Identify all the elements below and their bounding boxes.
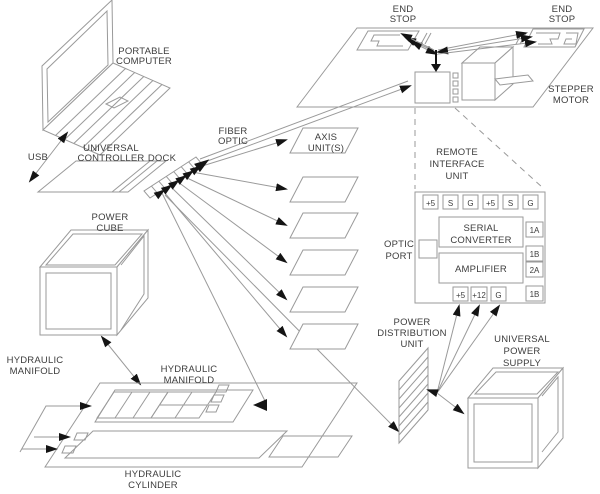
svg-text:COMPUTER: COMPUTER <box>116 56 172 67</box>
dock-label: DOCK <box>148 153 177 164</box>
labels: PORTABLE COMPUTER USB UNIVERSAL CONTROLL… <box>7 4 594 491</box>
power-junction-lines <box>426 304 501 415</box>
svg-text:MANIFOLD: MANIFOLD <box>164 375 215 386</box>
portable-computer-label: PORTABLE <box>118 46 169 57</box>
universal-controller-label: UNIVERSAL <box>83 143 139 154</box>
end-stop-left-label: END <box>393 4 414 15</box>
svg-text:UNIT(S): UNIT(S) <box>308 143 344 154</box>
hydraulic-cylinder-label: HYDRAULIC <box>125 469 182 480</box>
end-stop-left <box>356 30 432 51</box>
hydraulic-cylinder <box>61 430 353 459</box>
svg-text:PORT: PORT <box>385 251 412 262</box>
svg-text:+5: +5 <box>486 199 496 208</box>
optic-port-label: OPTIC <box>384 239 414 250</box>
hydraulic-manifold <box>94 384 254 423</box>
hydraulic-hoses <box>19 402 92 453</box>
svg-text:POWER: POWER <box>504 346 541 357</box>
power-distribution-unit-label: POWER <box>394 317 431 328</box>
axis-units-label: AXIS <box>315 132 337 143</box>
usb-link <box>28 131 69 183</box>
svg-text:1B: 1B <box>530 290 540 299</box>
axis-unit-2 <box>289 176 359 203</box>
amplifier-box <box>438 252 524 284</box>
svg-text:INTERFACE: INTERFACE <box>429 159 484 170</box>
svg-text:MOTOR: MOTOR <box>553 95 589 106</box>
universal-controller <box>36 160 168 193</box>
svg-text:UNIT: UNIT <box>446 171 469 182</box>
portable-computer <box>41 0 171 156</box>
svg-text:S: S <box>508 199 513 208</box>
carriage <box>414 71 459 104</box>
power-cube <box>38 228 150 337</box>
svg-text:2A: 2A <box>530 266 540 275</box>
svg-text:STOP: STOP <box>549 14 576 25</box>
optic-port-box <box>418 239 438 259</box>
fiber-optic-lines <box>160 80 412 433</box>
svg-text:STOP: STOP <box>390 14 417 25</box>
svg-text:S: S <box>448 199 453 208</box>
axis-unit-1 <box>289 127 359 154</box>
svg-text:G: G <box>495 291 501 300</box>
remote-interface-unit-label: REMOTE <box>436 147 478 158</box>
hydraulic-manifold-left-label: HYDRAULIC <box>7 355 64 366</box>
remote-interface-unit <box>414 191 546 304</box>
explode-line-right <box>454 107 544 189</box>
svg-text:CUBE: CUBE <box>96 223 123 234</box>
svg-text:G: G <box>467 199 473 208</box>
axis-unit-3 <box>289 212 359 239</box>
base-plate <box>44 382 358 468</box>
power-distribution-unit <box>398 346 429 445</box>
fiber-optic-label: FIBER <box>219 126 248 137</box>
dock-arrow-cluster <box>153 159 210 200</box>
svg-text:CONTROLLER: CONTROLLER <box>78 153 145 164</box>
svg-text:CONVERTER: CONVERTER <box>450 235 511 246</box>
cube-manifold-link <box>100 335 142 386</box>
power-cube-label: POWER <box>92 212 129 223</box>
amplifier-label: AMPLIFIER <box>455 264 507 275</box>
axis-unit-4 <box>289 249 359 276</box>
svg-text:G: G <box>527 199 533 208</box>
svg-text:SUPPLY: SUPPLY <box>503 358 541 369</box>
svg-text:DISTRIBUTION: DISTRIBUTION <box>377 328 446 339</box>
serial-converter-box <box>438 216 524 248</box>
riu-right-terminal: 1A <box>530 226 540 235</box>
axis-unit-6 <box>289 323 359 350</box>
end-stop-right-label: END <box>552 4 573 15</box>
svg-text:UNIT: UNIT <box>401 339 424 350</box>
svg-text:CYLINDER: CYLINDER <box>128 480 178 491</box>
stepper-motor-label: STEPPER <box>548 84 594 95</box>
riu-bottom-terminal: +5 <box>456 291 466 300</box>
svg-text:OPTIC: OPTIC <box>218 136 248 147</box>
svg-text:+12: +12 <box>472 291 486 300</box>
universal-power-supply-label: UNIVERSAL <box>494 334 550 345</box>
carriage-endstop-arrows <box>400 30 537 72</box>
universal-power-supply <box>466 366 565 470</box>
riu-top-terminal: +5 <box>426 199 436 208</box>
axis-unit-5 <box>289 286 359 313</box>
usb-label: USB <box>28 152 48 163</box>
serial-converter-label: SERIAL <box>464 223 499 234</box>
svg-text:1B: 1B <box>530 250 540 259</box>
hydraulic-manifold-mid-label: HYDRAULIC <box>161 364 218 375</box>
svg-text:MANIFOLD: MANIFOLD <box>10 366 61 377</box>
